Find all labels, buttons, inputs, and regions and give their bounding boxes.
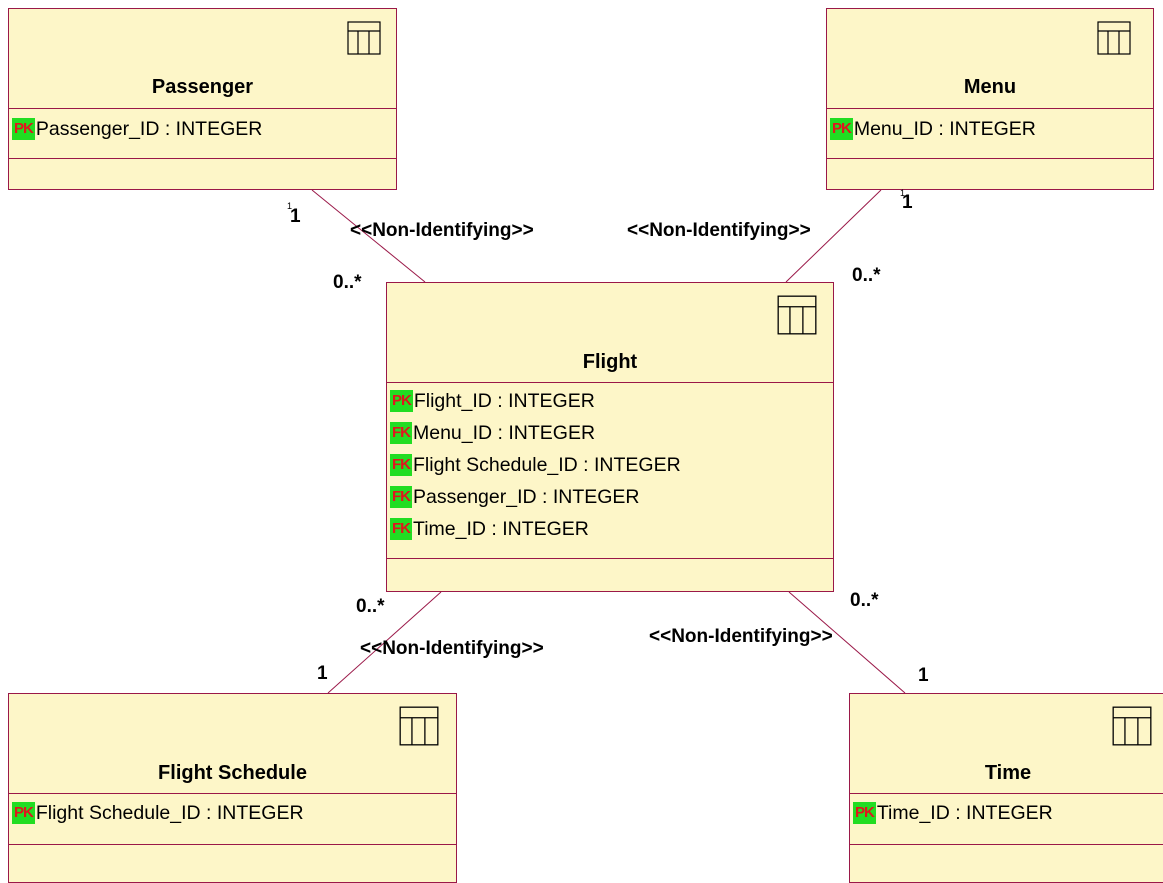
attribute-row[interactable]: PK Passenger_ID : INTEGER bbox=[12, 113, 396, 145]
attribute-divider bbox=[387, 558, 833, 559]
attribute-list: PK Passenger_ID : INTEGER bbox=[12, 113, 396, 145]
passenger-flight-stereotype: <<Non-Identifying>> bbox=[350, 220, 534, 241]
schedule-flight-multiplicity-many: 0..* bbox=[356, 596, 385, 617]
title-divider bbox=[827, 108, 1153, 109]
attribute-list: PK Time_ID : INTEGER bbox=[853, 797, 1163, 829]
attribute-text: Flight Schedule_ID : INTEGER bbox=[35, 801, 304, 824]
primary-key-badge: PK bbox=[830, 118, 853, 140]
foreign-key-badge: FK bbox=[390, 422, 412, 444]
title-divider bbox=[9, 793, 456, 794]
attribute-text: Menu_ID : INTEGER bbox=[413, 421, 596, 444]
attribute-text: Menu_ID : INTEGER bbox=[853, 117, 1036, 140]
entity-time[interactable]: Time PK Time_ID : INTEGER bbox=[849, 693, 1163, 883]
menu-flight-line[interactable] bbox=[785, 189, 882, 283]
attribute-text: Flight Schedule_ID : INTEGER bbox=[413, 453, 681, 476]
schedule-flight-stereotype: <<Non-Identifying>> bbox=[360, 638, 544, 659]
passenger-flight-multiplicity-many: 0..* bbox=[333, 272, 362, 293]
attribute-divider bbox=[9, 844, 456, 845]
attribute-text: Passenger_ID : INTEGER bbox=[413, 485, 640, 508]
entity-flight[interactable]: Flight PK Flight_ID : INTEGER FK Menu_ID… bbox=[386, 282, 834, 592]
attribute-row[interactable]: PK Flight Schedule_ID : INTEGER bbox=[12, 797, 456, 829]
passenger-multiplicity-one: 1 bbox=[290, 206, 301, 227]
tiny-multiplicity-mark: 1 bbox=[287, 201, 293, 211]
attribute-row[interactable]: FK Flight Schedule_ID : INTEGER bbox=[390, 449, 833, 481]
attribute-text: Time_ID : INTEGER bbox=[413, 517, 589, 540]
attribute-text: Time_ID : INTEGER bbox=[876, 801, 1053, 824]
title-divider bbox=[850, 793, 1163, 794]
tiny-multiplicity-mark: 1 bbox=[900, 188, 906, 198]
schedule-flight-line[interactable] bbox=[327, 591, 442, 694]
entity-title: Passenger bbox=[151, 76, 254, 98]
attribute-row[interactable]: PK Menu_ID : INTEGER bbox=[830, 113, 1153, 145]
attribute-divider bbox=[827, 158, 1153, 159]
primary-key-badge: PK bbox=[390, 390, 413, 412]
table-icon bbox=[347, 21, 381, 55]
attribute-row[interactable]: PK Flight_ID : INTEGER bbox=[390, 385, 833, 417]
time-multiplicity-one: 1 bbox=[918, 665, 929, 686]
attribute-list: PK Flight_ID : INTEGER FK Menu_ID : INTE… bbox=[390, 385, 833, 545]
table-icon bbox=[399, 706, 439, 746]
entity-passenger[interactable]: Passenger PK Passenger_ID : INTEGER bbox=[8, 8, 397, 190]
attribute-row[interactable]: PK Time_ID : INTEGER bbox=[853, 797, 1163, 829]
passenger-flight-line[interactable] bbox=[311, 189, 426, 283]
attribute-row[interactable]: FK Passenger_ID : INTEGER bbox=[390, 481, 833, 513]
time-flight-stereotype: <<Non-Identifying>> bbox=[649, 626, 833, 647]
table-icon bbox=[1097, 21, 1131, 55]
primary-key-badge: PK bbox=[12, 118, 35, 140]
time-flight-line[interactable] bbox=[788, 591, 906, 694]
entity-title: Flight bbox=[582, 351, 638, 373]
primary-key-badge: PK bbox=[853, 802, 876, 824]
table-icon bbox=[777, 295, 817, 335]
attribute-row[interactable]: FK Time_ID : INTEGER bbox=[390, 513, 833, 545]
entity-title: Time bbox=[984, 762, 1032, 784]
entity-menu[interactable]: Menu PK Menu_ID : INTEGER bbox=[826, 8, 1154, 190]
table-icon bbox=[1112, 706, 1152, 746]
attribute-row[interactable]: FK Menu_ID : INTEGER bbox=[390, 417, 833, 449]
attribute-list: PK Flight Schedule_ID : INTEGER bbox=[12, 797, 456, 829]
schedule-multiplicity-one: 1 bbox=[317, 663, 328, 684]
attribute-text: Flight_ID : INTEGER bbox=[413, 389, 595, 412]
entity-flight-schedule[interactable]: Flight Schedule PK Flight Schedule_ID : … bbox=[8, 693, 457, 883]
foreign-key-badge: FK bbox=[390, 454, 412, 476]
attribute-text: Passenger_ID : INTEGER bbox=[35, 117, 263, 140]
attribute-list: PK Menu_ID : INTEGER bbox=[830, 113, 1153, 145]
foreign-key-badge: FK bbox=[390, 518, 412, 540]
attribute-divider bbox=[9, 158, 396, 159]
entity-title: Flight Schedule bbox=[158, 762, 307, 784]
menu-flight-multiplicity-many: 0..* bbox=[852, 265, 881, 286]
attribute-divider bbox=[850, 844, 1163, 845]
menu-flight-stereotype: <<Non-Identifying>> bbox=[627, 220, 811, 241]
entity-title: Menu bbox=[963, 76, 1017, 98]
title-divider bbox=[9, 108, 396, 109]
menu-multiplicity-one: 1 bbox=[902, 192, 913, 213]
time-flight-multiplicity-many: 0..* bbox=[850, 590, 879, 611]
primary-key-badge: PK bbox=[12, 802, 35, 824]
foreign-key-badge: FK bbox=[390, 486, 412, 508]
title-divider bbox=[387, 382, 833, 383]
